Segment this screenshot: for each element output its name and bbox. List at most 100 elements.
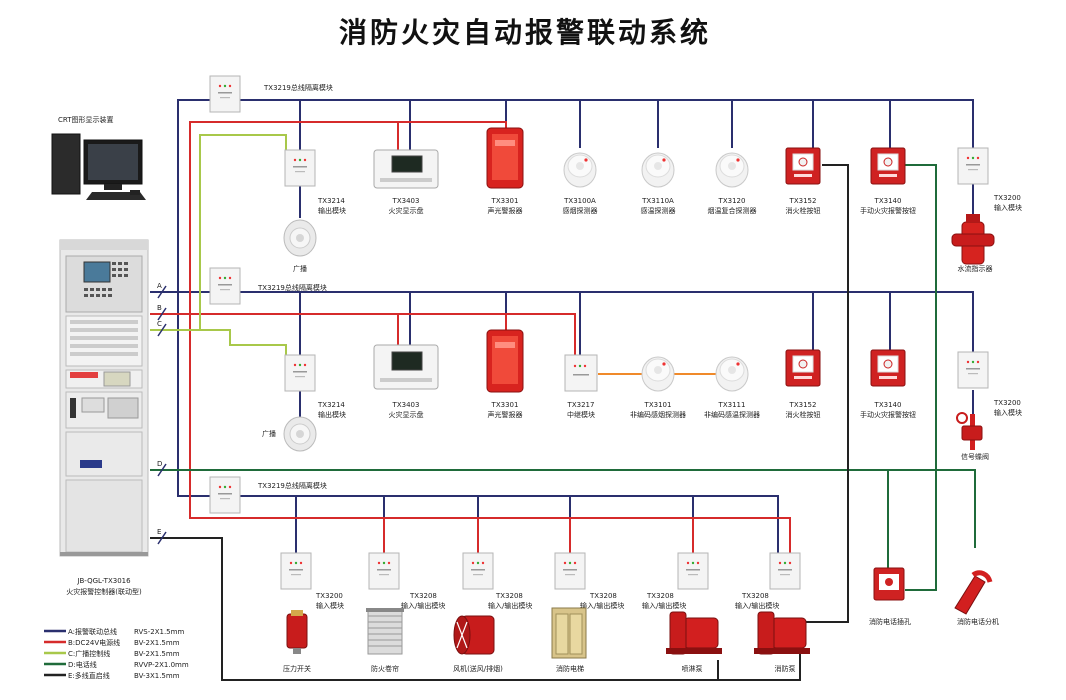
row2-alarm-name: 声光警报器 [488,410,523,419]
row3-io3-name: 输入/输出模块 [580,601,624,610]
row2-output-name: 输出模块 [318,410,346,419]
row2-input-name: 输入模块 [994,408,1022,417]
isolator-module-2: TX3219总线隔离模块 [209,267,327,305]
row1-sound-light-alarm: TX3301 声光警报器 [486,127,524,215]
isolator-label-3: TX3219总线隔离模块 [257,481,327,490]
row1-manual-name: 手动火灾报警按钮 [860,206,916,215]
row1-combo-detector: TX3120 烟温复合探测器 [708,152,757,215]
row1-alarm-name: 声光警报器 [488,206,523,215]
fire-elevator-label: 消防电梯 [556,664,584,673]
row1-heat-detector: TX3110A 感温探测器 [641,152,676,215]
row1-fire-display-panel: TX3403 火灾显示盘 [373,149,439,215]
legend-key: D:电话线 [68,660,97,669]
bus-lines [150,99,976,681]
row2-speaker-icon: 广播 [262,416,317,452]
controller-cabinet: JB-QGL-TX3016 火灾报警控制器(联动型) [59,239,149,596]
row3-io5-model: TX3208 [741,592,769,600]
row2-hydrant-button: TX3152 消火栓按钮 [785,349,821,419]
row2-heat-name: 非编码感温探测器 [704,410,760,419]
isolator-module-3: TX3219总线隔离模块 [209,476,327,514]
phone-extension-label: 消防电话分机 [957,617,999,626]
fan-label: 风机(送风/排烟) [453,664,503,673]
row1-input-module: TX3200 输入模块 [957,147,1022,212]
legend-item: B:DC24V电源线 BV-2X1.5mm [44,638,180,647]
row1-output-module: TX3214 输出模块 [284,149,346,215]
row1-input-name: 输入模块 [994,203,1022,212]
row3-io-module-2: TX3208 输入/输出模块 [462,552,532,610]
row1-heat-name: 感温探测器 [641,206,676,215]
row1-combo-model: TX3120 [718,197,746,205]
row2-smoke-name: 非编码感烟探测器 [630,410,686,419]
row3-io1-name: 输入/输出模块 [401,601,445,610]
row1-manual-model: TX3140 [874,197,902,205]
controller-name: 火灾报警控制器(联动型) [66,587,142,596]
pressure-switch-icon: 压力开关 [283,610,311,673]
row1-smoke-detector: TX3100A 感烟探测器 [563,152,598,215]
row2-smoke-model: TX3101 [644,401,672,409]
diagram-title: 消防火灾自动报警联动系统 [339,16,711,49]
controller-model: JB-QGL-TX3016 [76,577,131,585]
row2-repeater-module: TX3217 中继模块 [564,354,598,419]
row1-speaker-label: 广播 [293,264,307,273]
row1-hydrant-model: TX3152 [789,197,817,205]
row2-repeater-name: 中继模块 [567,410,595,419]
row1-combo-name: 烟温复合探测器 [708,206,757,215]
legend-item: E:多线直启线 BV-3X1.5mm [44,671,180,680]
row2-manual-model: TX3140 [874,401,902,409]
sprinkler-pump-label: 喷淋泵 [682,664,703,673]
row2-sound-light-alarm: TX3301 声光警报器 [486,329,524,419]
row2-non-coded-smoke-detector: TX3101 非编码感烟探测器 [630,356,686,419]
row2-input-module: TX3200 输入模块 [957,351,1022,417]
row2-output-model: TX3214 [317,401,345,409]
row3-io2-model: TX3208 [495,592,523,600]
row2-repeater-model: TX3217 [567,401,595,409]
row3-io4-model: TX3208 [646,592,674,600]
legend-item: C:广播控制线 BV-2X1.5mm [44,649,180,658]
legend-spec: BV-3X1.5mm [134,672,180,680]
legend-item: D:电话线 RVVP-2X1.0mm [44,660,189,669]
fire-pump-label: 消防泵 [775,664,796,673]
row3-io4-name: 输入/输出模块 [642,601,686,610]
row3-io1-model: TX3208 [409,592,437,600]
row2-non-coded-heat-detector: TX3111 非编码感温探测器 [704,356,760,419]
bus-label-c: C [157,320,162,328]
row3-io5-name: 输入/输出模块 [735,601,779,610]
row3-input-model: TX3200 [315,592,343,600]
row2-display-name: 火灾显示盘 [389,410,424,419]
bus-labels: A B C D E [157,282,162,536]
row2-alarm-model: TX3301 [491,401,519,409]
legend-spec: BV-2X1.5mm [134,639,180,647]
pressure-switch-label: 压力开关 [283,664,311,673]
bus-label-a: A [157,282,162,290]
row1-hydrant-name: 消火栓按钮 [786,206,821,215]
legend: A:报警联动总线 RVS-2X1.5mm B:DC24V电源线 BV-2X1.5… [44,627,189,680]
row2-speaker-label: 广播 [262,429,276,438]
bus-label-b: B [157,304,162,312]
row2-hydrant-model: TX3152 [789,401,817,409]
fan-icon: 风机(送风/排烟) [453,615,503,673]
legend-key: C:广播控制线 [68,649,110,658]
row3-io3-model: TX3208 [589,592,617,600]
row2-display-model: TX3403 [392,401,420,409]
row2-manual-name: 手动火灾报警按钮 [860,410,916,419]
row1-speaker-icon: 广播 [283,219,317,273]
legend-key: B:DC24V电源线 [68,638,120,647]
row1-water-flow-indicator: 水流指示器 [951,214,995,273]
row2-fire-display-panel: TX3403 火灾显示盘 [373,344,439,419]
row2-valve-label: 信号蝶阀 [961,452,989,461]
row1-smoke-model: TX3100A [563,197,596,205]
row1-heat-model: TX3110A [641,197,674,205]
row2-input-model: TX3200 [993,399,1021,407]
phone-jack-label: 消防电话插孔 [869,617,911,626]
row1-input-model: TX3200 [993,194,1021,202]
fire-shutter-label: 防火卷帘 [371,664,399,673]
row2-output-module: TX3214 输出模块 [284,354,346,419]
row1-output-model: TX3214 [317,197,345,205]
row1-hydrant-button: TX3152 消火栓按钮 [785,147,821,215]
crt-label: CRT图形显示装置 [58,115,114,124]
row2-hydrant-name: 消火栓按钮 [786,410,821,419]
bus-label-d: D [157,460,162,468]
row3-input-module: TX3200 输入模块 [280,552,344,610]
row1-manual-alarm-button: TX3140 手动火灾报警按钮 [860,147,916,215]
